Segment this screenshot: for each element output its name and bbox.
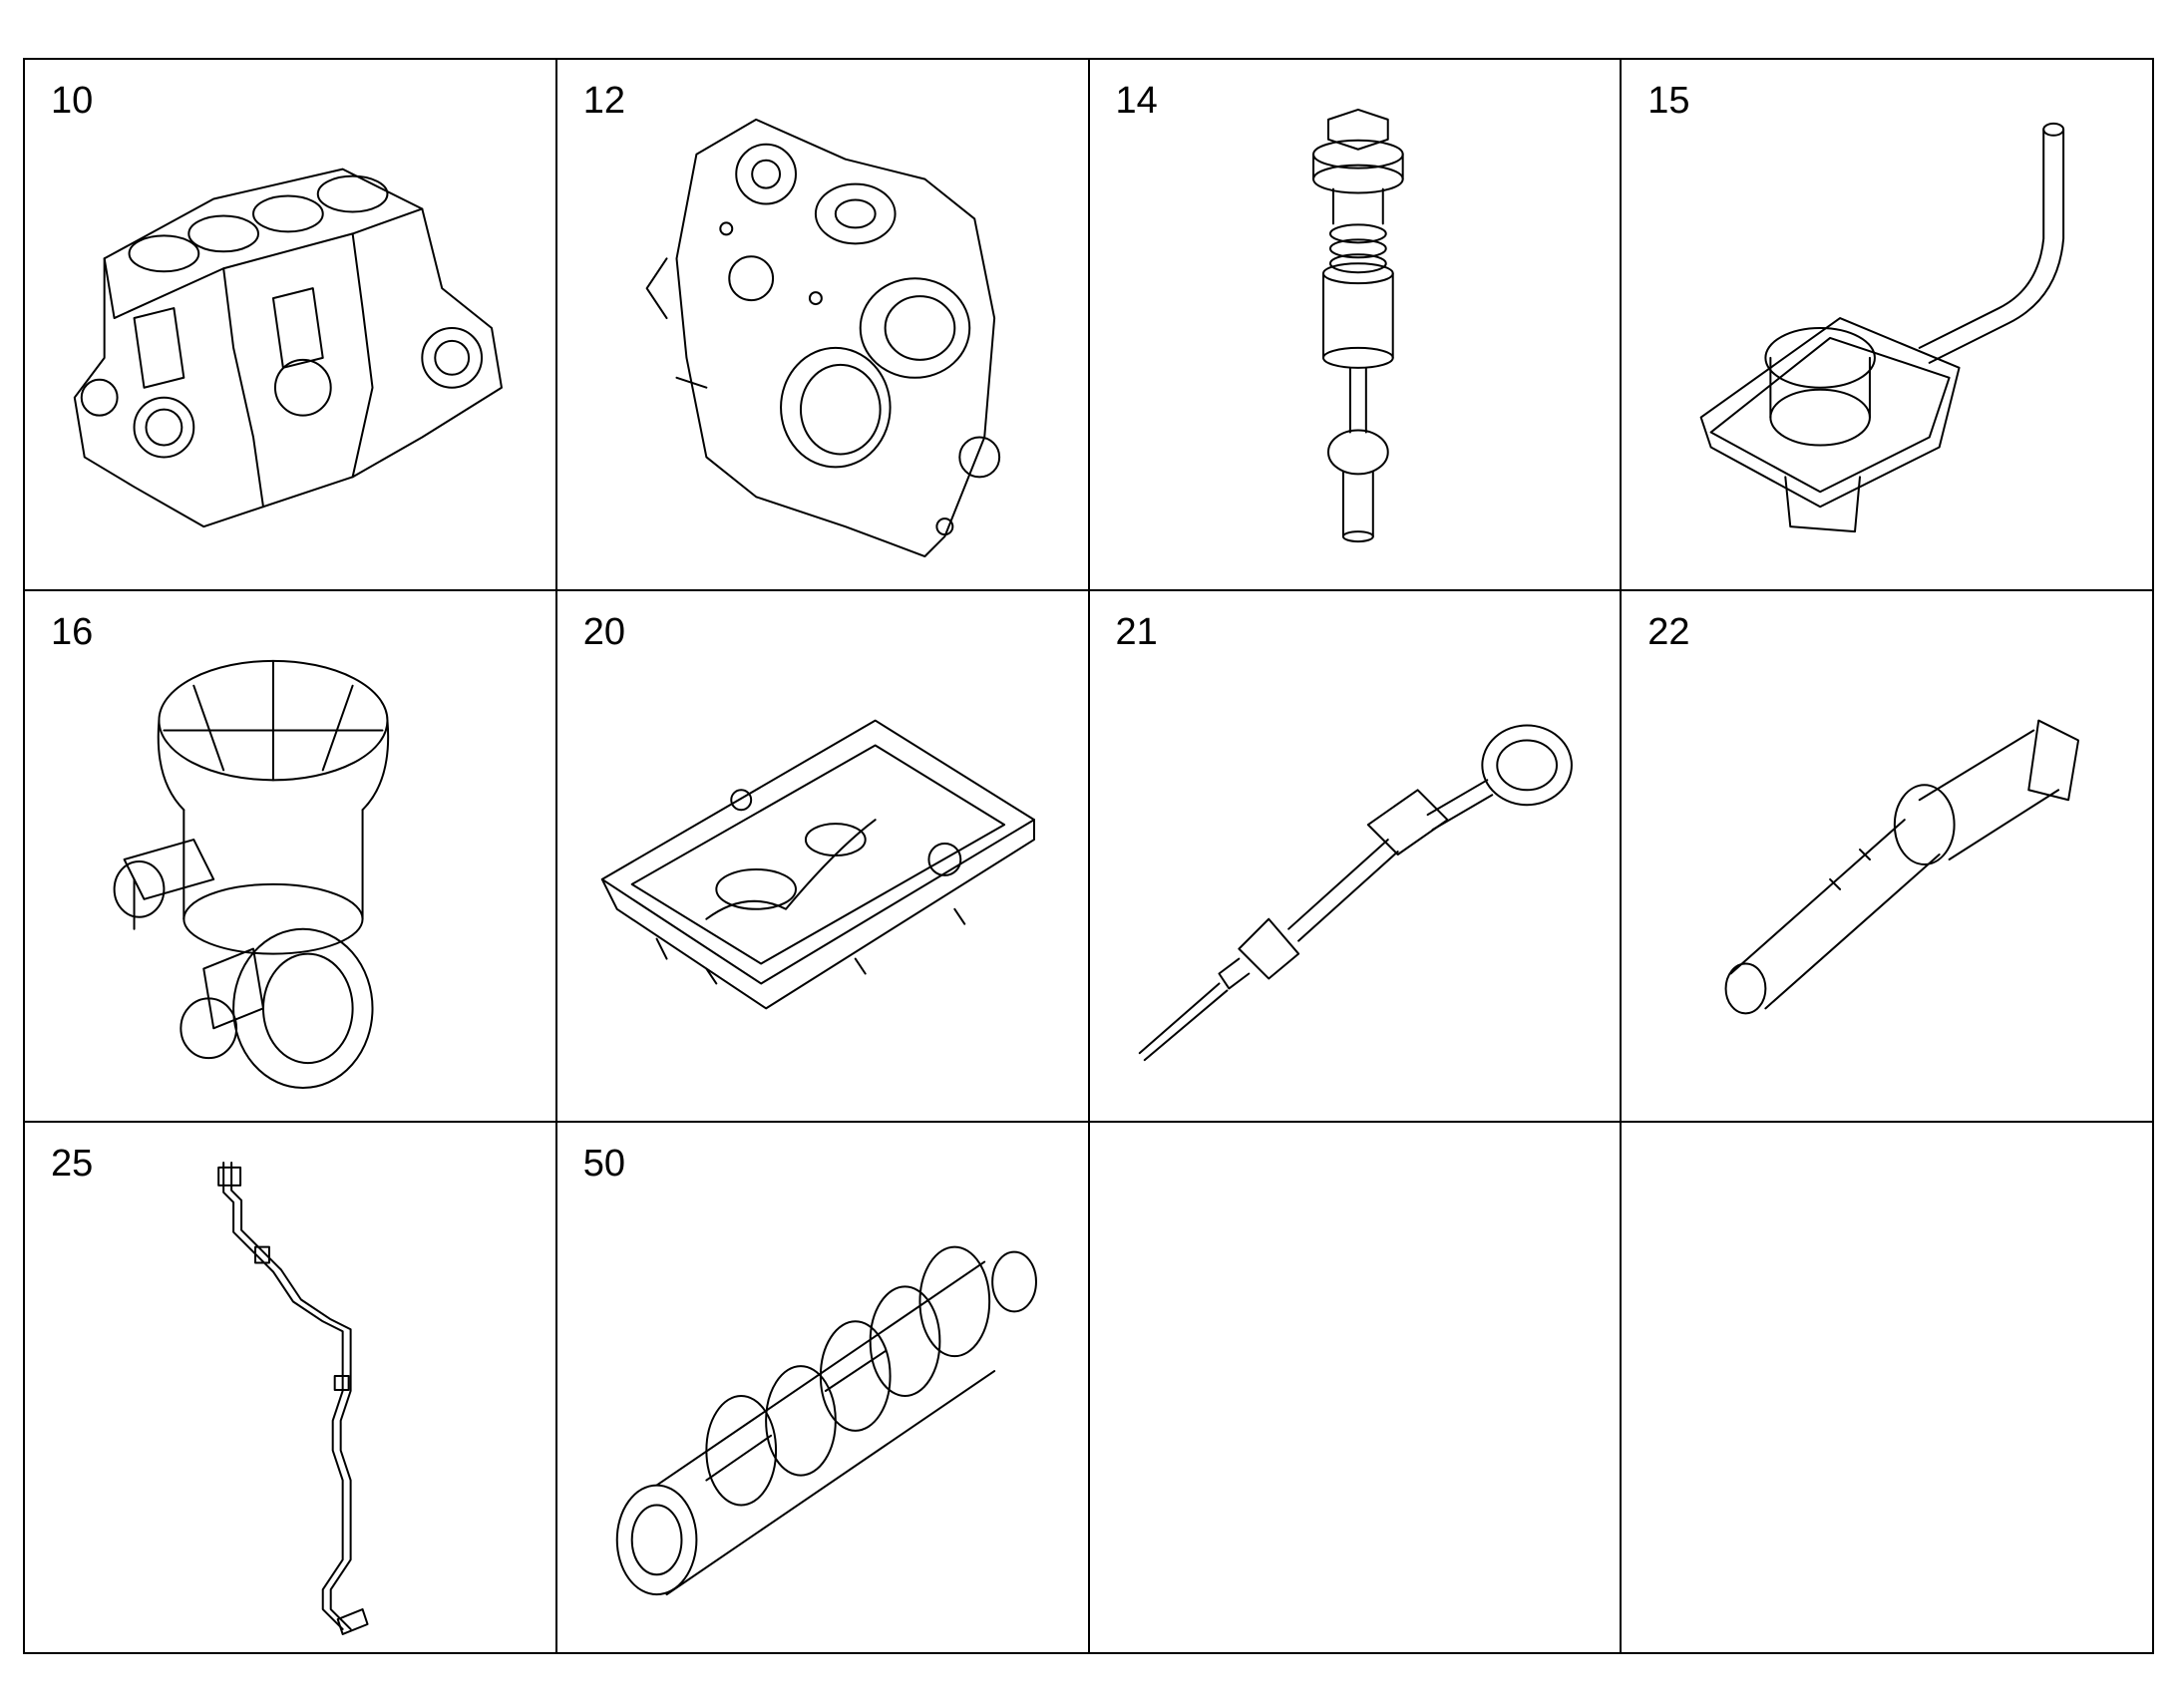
part-number: 15	[1647, 80, 1690, 122]
crankshaft-icon	[557, 1123, 1088, 1652]
part-cell-12[interactable]: 12	[556, 60, 1090, 591]
part-cell-20[interactable]: 20	[556, 591, 1090, 1123]
part-cell-16[interactable]: 16	[25, 591, 557, 1123]
breather-separator-icon	[25, 591, 555, 1121]
part-number: 16	[51, 611, 94, 653]
part-cell-50[interactable]: 50	[556, 1123, 1090, 1654]
part-number: 10	[51, 80, 94, 122]
oil-pan-icon	[557, 591, 1088, 1121]
engine-block-icon	[25, 60, 555, 589]
part-cell-10[interactable]: 10	[25, 60, 557, 591]
part-number: 50	[582, 1143, 626, 1185]
timing-cover-icon	[557, 60, 1088, 589]
part-number: 22	[1647, 611, 1690, 653]
part-cell-21[interactable]: 21	[1089, 591, 1623, 1123]
part-cell-15[interactable]: 15	[1622, 60, 2154, 591]
part-number: 21	[1115, 611, 1158, 653]
sensor-line-icon	[25, 1123, 555, 1652]
dipstick-tube-icon	[1622, 591, 2152, 1121]
part-cell-14[interactable]: 14	[1089, 60, 1623, 591]
part-number: 12	[582, 80, 626, 122]
part-number: 14	[1115, 80, 1158, 122]
part-number: 25	[51, 1143, 94, 1185]
dipstick-icon	[1090, 591, 1621, 1121]
empty-cell	[1622, 1123, 2154, 1654]
parts-grid: 10 12 14	[23, 58, 2154, 1654]
part-cell-25[interactable]: 25	[25, 1123, 557, 1654]
part-cell-22[interactable]: 22	[1622, 591, 2154, 1123]
pipe-fitting-icon	[1622, 60, 2152, 589]
valve-bolt-icon	[1090, 60, 1621, 589]
part-number: 20	[582, 611, 626, 653]
empty-cell	[1089, 1123, 1623, 1654]
